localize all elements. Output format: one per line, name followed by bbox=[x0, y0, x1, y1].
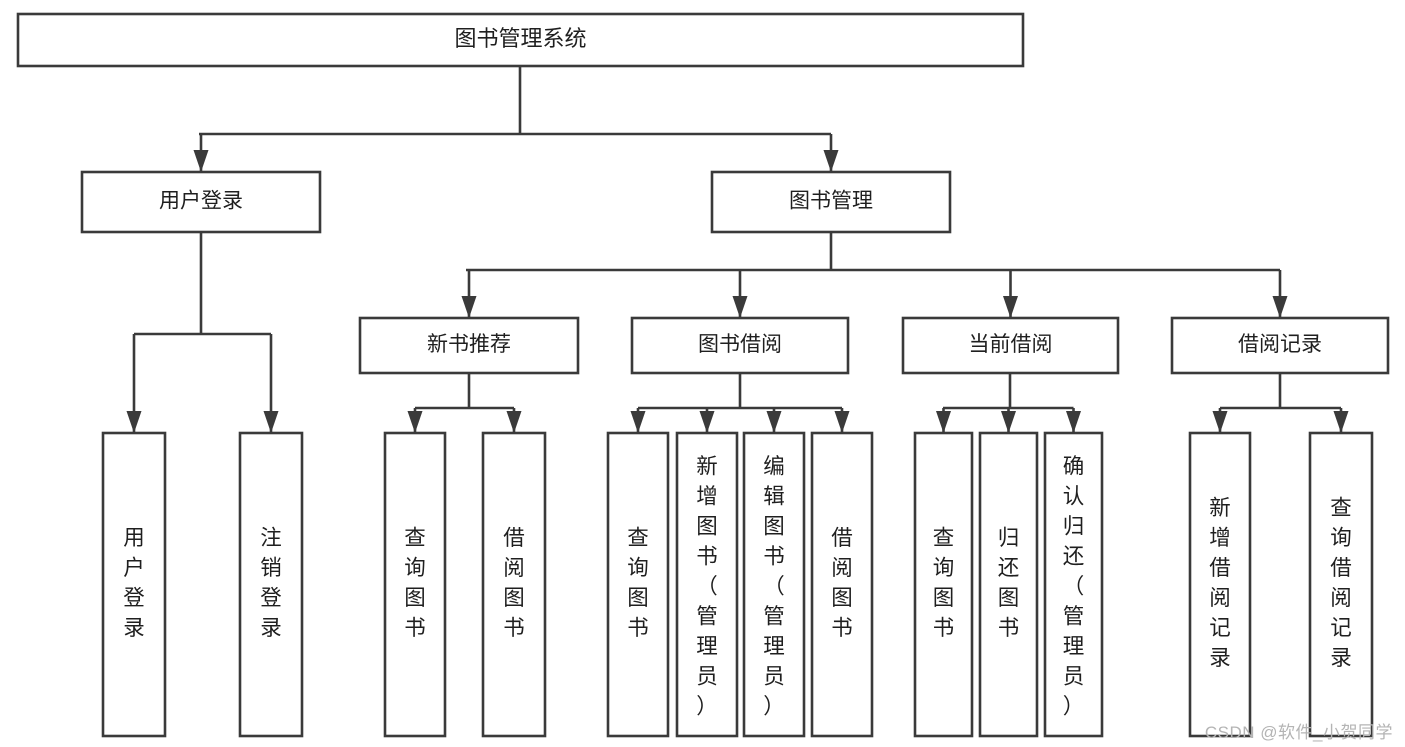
root-node[interactable]: 图书管理系统 bbox=[16, 12, 1025, 68]
leaf-node[interactable]: 编辑图书（管理员） bbox=[742, 431, 806, 738]
leaf-box[interactable] bbox=[606, 431, 670, 738]
arrow-head-icon bbox=[263, 411, 279, 433]
arrow-head-icon bbox=[732, 296, 748, 318]
arrow-head-icon bbox=[506, 411, 522, 433]
arrow-head-icon bbox=[407, 411, 423, 433]
level2-box[interactable] bbox=[710, 170, 952, 234]
level2-node[interactable]: 用户登录 bbox=[80, 170, 322, 234]
leaf-box[interactable] bbox=[1043, 431, 1104, 738]
node-layer: 图书管理系统用户登录图书管理新书推荐图书借阅当前借阅借阅记录用户登录注销登录查询… bbox=[16, 12, 1390, 738]
level3-node[interactable]: 当前借阅 bbox=[901, 316, 1120, 375]
leaf-node[interactable]: 查询图书 bbox=[383, 431, 447, 738]
level3-node[interactable]: 新书推荐 bbox=[358, 316, 580, 375]
leaf-node[interactable]: 借阅图书 bbox=[481, 431, 547, 738]
leaf-box[interactable] bbox=[675, 431, 739, 738]
leaf-label: 归还图书 bbox=[998, 526, 1020, 640]
leaf-node[interactable]: 查询图书 bbox=[913, 431, 974, 738]
arrow-head-icon bbox=[1212, 411, 1228, 433]
leaf-box[interactable] bbox=[481, 431, 547, 738]
arrow-head-icon bbox=[193, 150, 209, 172]
leaf-label: 借阅图书 bbox=[831, 526, 853, 640]
arrow-head-icon bbox=[1333, 411, 1349, 433]
arrow-head-icon bbox=[834, 411, 850, 433]
leaf-box[interactable] bbox=[383, 431, 447, 738]
leaf-node[interactable]: 确认归还（管理员） bbox=[1043, 431, 1104, 738]
leaf-label: 新增借阅记录 bbox=[1209, 496, 1231, 670]
level3-node[interactable]: 图书借阅 bbox=[630, 316, 850, 375]
leaf-label: 借阅图书 bbox=[503, 526, 525, 640]
leaf-box[interactable] bbox=[978, 431, 1039, 738]
leaf-label: 注销登录 bbox=[260, 526, 282, 640]
arrow-head-icon bbox=[461, 296, 477, 318]
leaf-node[interactable]: 借阅图书 bbox=[810, 431, 874, 738]
level3-box[interactable] bbox=[358, 316, 580, 375]
leaf-box[interactable] bbox=[238, 431, 304, 738]
leaf-box[interactable] bbox=[913, 431, 974, 738]
leaf-box[interactable] bbox=[742, 431, 806, 738]
leaf-box[interactable] bbox=[1308, 431, 1374, 738]
leaf-node[interactable]: 查询借阅记录 bbox=[1308, 431, 1374, 738]
arrow-head-icon bbox=[126, 411, 142, 433]
connector-layer bbox=[126, 66, 1349, 433]
arrow-head-icon bbox=[699, 411, 715, 433]
leaf-node[interactable]: 查询图书 bbox=[606, 431, 670, 738]
level2-node[interactable]: 图书管理 bbox=[710, 170, 952, 234]
leaf-node[interactable]: 归还图书 bbox=[978, 431, 1039, 738]
leaf-label: 查询借阅记录 bbox=[1330, 496, 1352, 670]
level3-box[interactable] bbox=[630, 316, 850, 375]
level3-label: 当前借阅 bbox=[969, 333, 1053, 356]
root-label: 图书管理系统 bbox=[454, 26, 586, 51]
level3-node[interactable]: 借阅记录 bbox=[1170, 316, 1390, 375]
level3-label: 借阅记录 bbox=[1238, 333, 1322, 356]
leaf-label: 用户登录 bbox=[123, 526, 145, 640]
leaf-label: 编辑图书（管理员） bbox=[763, 455, 785, 719]
level2-box[interactable] bbox=[80, 170, 322, 234]
level3-box[interactable] bbox=[1170, 316, 1390, 375]
level3-label: 新书推荐 bbox=[427, 333, 511, 356]
leaf-node[interactable]: 用户登录 bbox=[101, 431, 167, 738]
leaf-node[interactable]: 注销登录 bbox=[238, 431, 304, 738]
arrow-head-icon bbox=[766, 411, 782, 433]
leaf-node[interactable]: 新增图书（管理员） bbox=[675, 431, 739, 738]
leaf-node[interactable]: 新增借阅记录 bbox=[1188, 431, 1252, 738]
watermark-text: CSDN @软件_小贺同学 bbox=[1204, 723, 1393, 742]
arrow-head-icon bbox=[630, 411, 646, 433]
arrow-head-icon bbox=[1001, 411, 1016, 433]
leaf-label: 查询图书 bbox=[933, 526, 955, 640]
level2-label: 图书管理 bbox=[789, 190, 873, 213]
root-box[interactable] bbox=[16, 12, 1025, 68]
level3-box[interactable] bbox=[901, 316, 1120, 375]
leaf-box[interactable] bbox=[810, 431, 874, 738]
leaf-box[interactable] bbox=[101, 431, 167, 738]
leaf-label: 新增图书（管理员） bbox=[696, 455, 718, 719]
leaf-label: 查询图书 bbox=[404, 526, 426, 640]
arrow-head-icon bbox=[823, 150, 839, 172]
arrow-head-icon bbox=[936, 411, 951, 433]
leaf-box[interactable] bbox=[1188, 431, 1252, 738]
level3-label: 图书借阅 bbox=[698, 333, 782, 356]
arrow-head-icon bbox=[1272, 296, 1288, 318]
arrow-head-icon bbox=[1066, 411, 1081, 433]
leaf-label: 确认归还（管理员） bbox=[1063, 455, 1085, 719]
level2-label: 用户登录 bbox=[159, 190, 243, 213]
leaf-label: 查询图书 bbox=[627, 526, 649, 640]
arrow-head-icon bbox=[1003, 296, 1018, 318]
